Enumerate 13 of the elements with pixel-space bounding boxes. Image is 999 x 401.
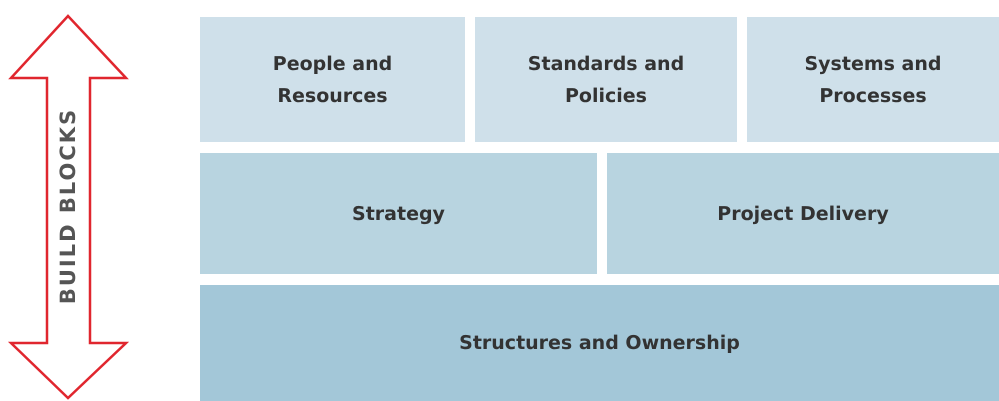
block-label: Structures and Ownership: [459, 331, 740, 356]
building-block: [747, 17, 999, 142]
block-label: Systems and Processes: [803, 52, 943, 108]
block-label: Standards and Policies: [526, 52, 686, 108]
axis-label: BUILD BLOCKS: [56, 108, 80, 304]
building-block: [200, 285, 999, 401]
building-block: [475, 17, 737, 142]
building-block: [607, 153, 999, 274]
building-block: [200, 153, 597, 274]
block-label: People and Resources: [272, 52, 394, 108]
building-block: [200, 17, 465, 142]
block-label: Project Delivery: [717, 202, 889, 226]
block-label: Strategy: [352, 202, 445, 226]
